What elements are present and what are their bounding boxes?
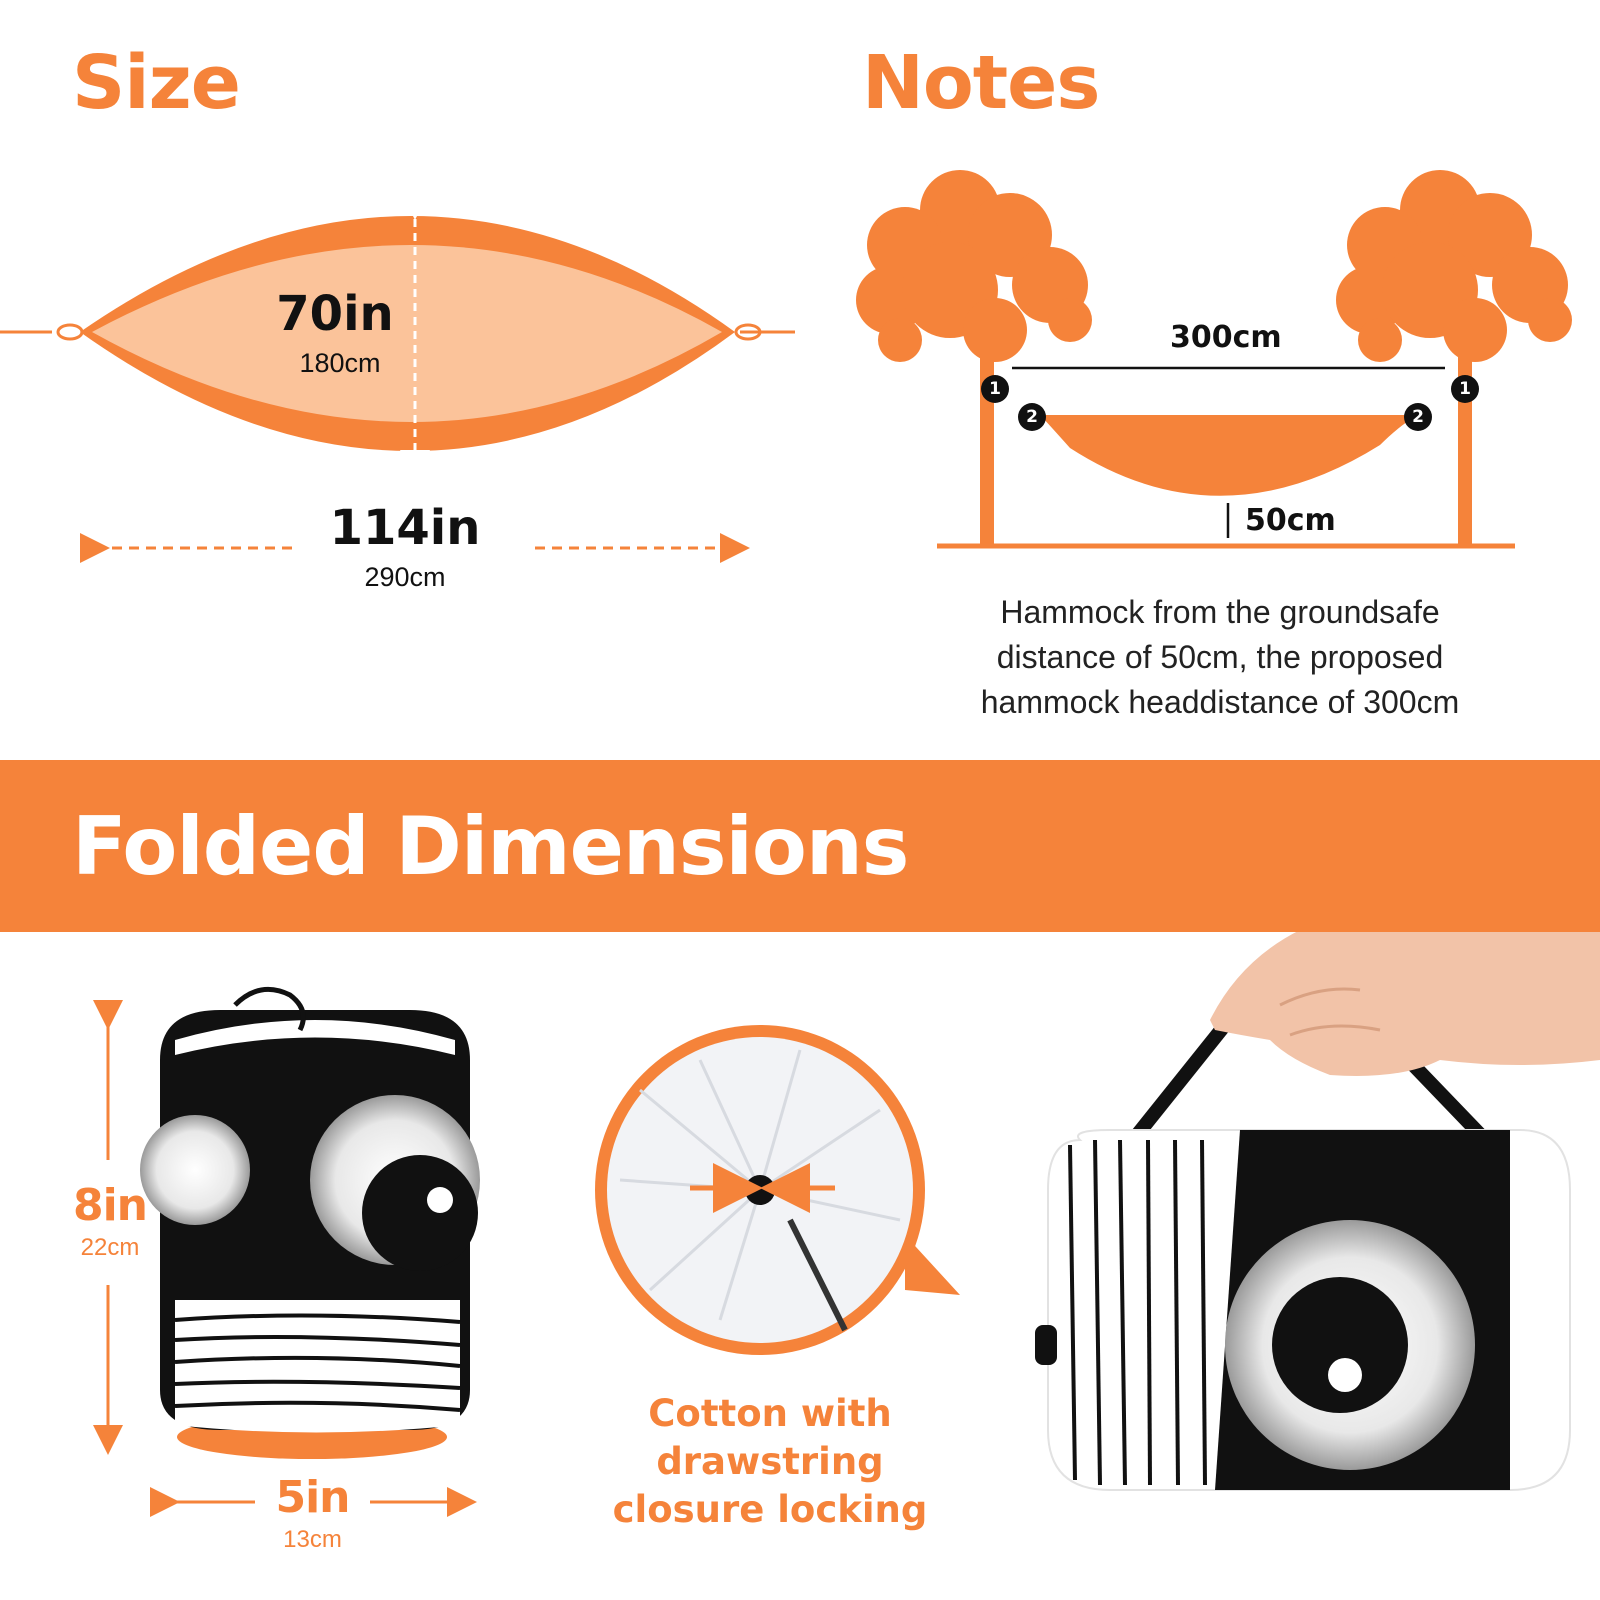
notes-title: Notes — [862, 40, 1100, 126]
folded-banner — [0, 760, 1600, 932]
marker-1-right: 1 — [1451, 375, 1479, 403]
height-label: 50cm — [1245, 503, 1336, 538]
marker-2-right: 2 — [1404, 403, 1432, 431]
drawstring-closeup — [595, 1025, 960, 1355]
span-label: 300cm — [1170, 320, 1282, 355]
hammock-length-inches: 114in — [329, 500, 481, 556]
notes-description: Hammock from the groundsafe distance of … — [900, 590, 1540, 725]
marker-2-left: 2 — [1018, 403, 1046, 431]
tree-right — [1336, 170, 1572, 545]
stuff-sack — [140, 986, 480, 1459]
carry-bag — [1035, 995, 1571, 1491]
hammock-width-inches: 70in — [276, 286, 394, 342]
notes-line-3: hammock headdistance of 300cm — [980, 684, 1460, 720]
hammock-top-view — [0, 190, 795, 480]
sack-width-cm: 13cm — [283, 1526, 342, 1553]
sack-height-inches: 8in — [72, 1180, 148, 1231]
folded-title: Folded Dimensions — [72, 800, 909, 893]
drawstring-caption: Cotton with drawstring closure locking — [540, 1390, 1000, 1534]
notes-line-1: Hammock from the groundsafe — [1000, 594, 1440, 630]
sack-height-cm: 22cm — [80, 1234, 140, 1261]
hammock-length-cm: 290cm — [364, 562, 446, 592]
hammock-side-view — [1040, 415, 1418, 496]
notes-line-2: distance of 50cm, the proposed — [996, 639, 1444, 675]
hand-icon — [1210, 900, 1600, 1076]
size-title: Size — [72, 40, 241, 126]
sack-width-inches: 5in — [275, 1472, 350, 1523]
drawstring-caption-line-1: Cotton with drawstring — [648, 1392, 892, 1483]
hammock-width-cm: 180cm — [299, 348, 381, 378]
marker-1-left: 1 — [981, 375, 1009, 403]
sack-dimension-arrows — [93, 1000, 477, 1517]
drawstring-caption-line-2: closure locking — [612, 1488, 928, 1531]
tree-left — [856, 170, 1092, 545]
